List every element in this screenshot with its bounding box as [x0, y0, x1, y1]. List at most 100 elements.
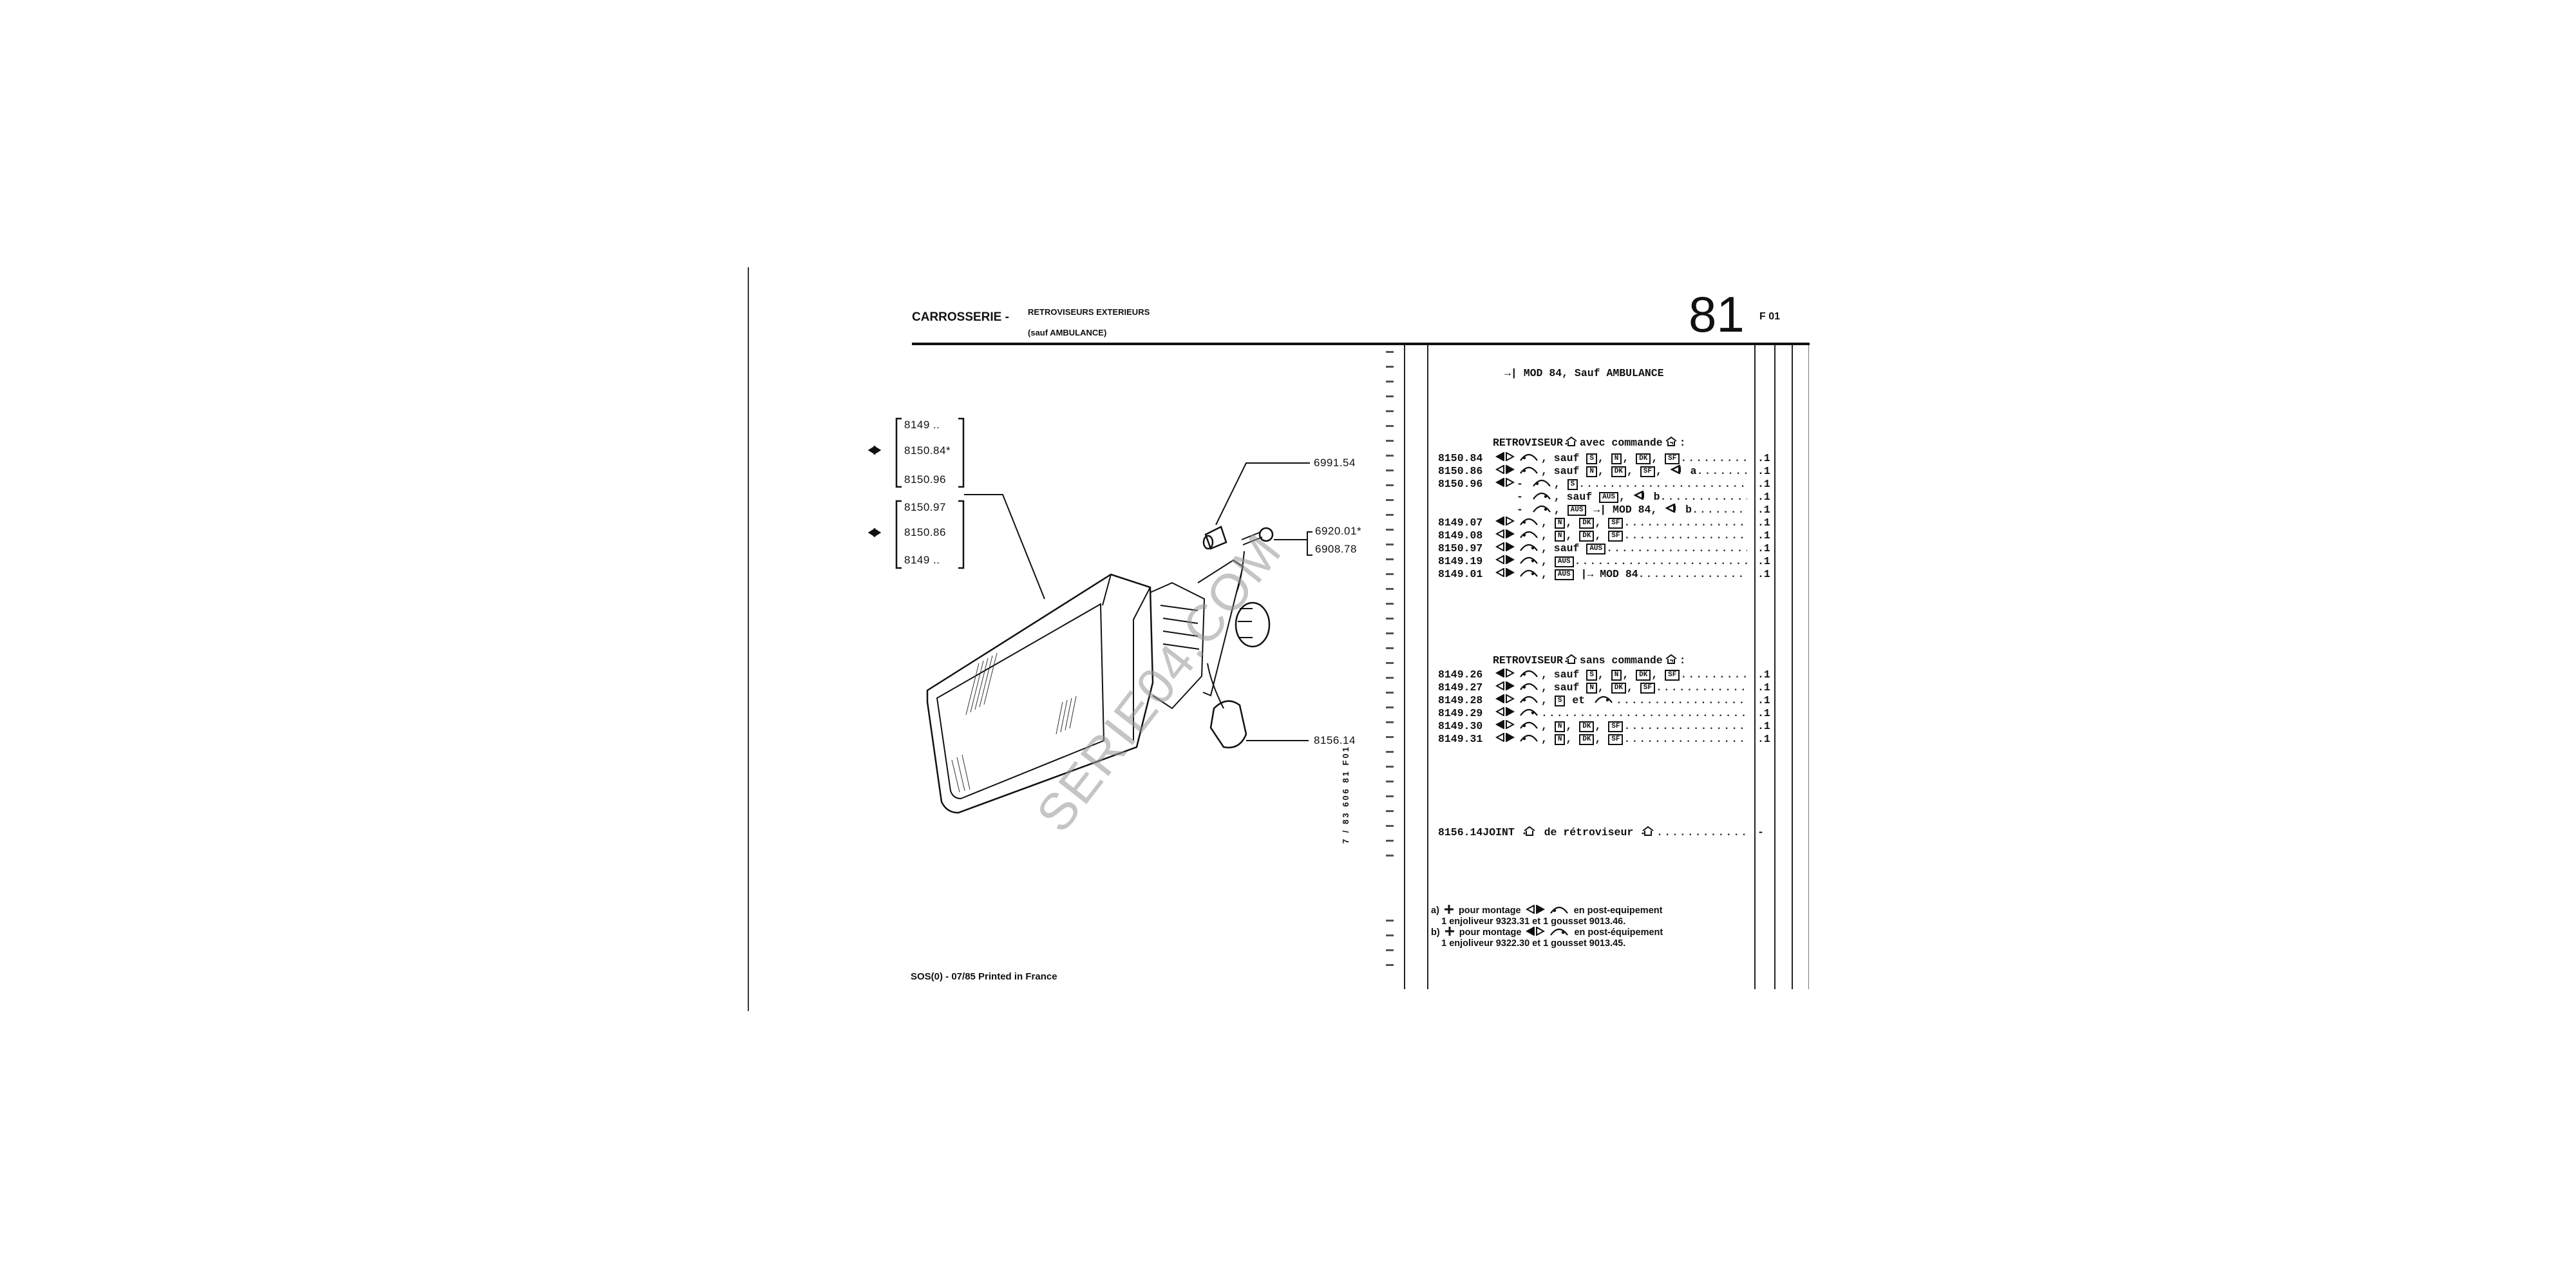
- row-text: ,: [1595, 529, 1608, 542]
- mirror-housing-icon: [1523, 826, 1536, 839]
- part-number: 8156.14: [1438, 826, 1483, 838]
- row-text: ,: [1541, 529, 1554, 542]
- group-number: 81: [1689, 286, 1745, 343]
- arc-left-icon: [1519, 516, 1539, 529]
- part-label-screw: 6908.78: [1315, 543, 1357, 555]
- row-text: ,: [1622, 668, 1636, 681]
- leader-dots: ........................................…: [1656, 826, 1747, 838]
- part-label: 8150.96: [904, 473, 946, 486]
- part-number: 8149.28: [1438, 694, 1483, 706]
- part-number: 8149.07: [1438, 516, 1483, 529]
- leader-dots: ........................................…: [1655, 681, 1747, 694]
- row-text: ,: [1597, 668, 1611, 681]
- arc-left-icon: [1531, 478, 1552, 491]
- left-side-icon: [1495, 720, 1515, 733]
- quantity: .1: [1757, 668, 1770, 681]
- row-text: ,: [1566, 733, 1579, 745]
- parts-row: 8149.28, S et ..........................…: [1438, 694, 1747, 707]
- parts-row: - , AUS →| MOD 84, b....................…: [1438, 504, 1747, 516]
- arc-left-icon: [1519, 529, 1539, 542]
- plus-icon: [1444, 926, 1455, 940]
- country-code-badge: DK: [1636, 669, 1651, 681]
- leader-dots: ........................................…: [1578, 478, 1747, 490]
- row-text: et: [1566, 694, 1592, 706]
- country-code-badge: N: [1611, 453, 1622, 464]
- leader-dots: ........................................…: [1680, 452, 1747, 464]
- country-code-badge: SF: [1640, 466, 1655, 477]
- right-side-icon: [1495, 542, 1515, 555]
- part-number: 8149.27: [1438, 681, 1483, 694]
- left-side-icon: [1495, 452, 1515, 465]
- parts-row: 8149.01, AUS |→ MOD 84..................…: [1438, 568, 1747, 581]
- row-text: , sauf: [1541, 465, 1586, 477]
- leader-dots: ........................................…: [1541, 707, 1747, 719]
- mirror-glass: [936, 603, 1105, 800]
- quantity: .1: [1757, 504, 1770, 516]
- right-side-icon: [1495, 733, 1515, 746]
- subsection-title: RETROVISEURS EXTERIEURS: [1028, 307, 1150, 317]
- arc-right-icon: [1519, 555, 1539, 568]
- row-text: , sauf: [1541, 681, 1586, 694]
- gasket: [1209, 700, 1247, 749]
- row-text: en post-équipement: [1571, 927, 1663, 938]
- arc-right-icon: [1531, 504, 1552, 516]
- row-text: 1 enjoliveur 9323.31 et 1 gousset 9013.4…: [1431, 916, 1626, 927]
- leader-dots: ........................................…: [1624, 733, 1747, 745]
- row-text: ,: [1595, 516, 1608, 529]
- section-title: CARROSSERIE -: [912, 310, 1009, 324]
- arc-right-icon: [1549, 926, 1569, 940]
- footnote-line: 1 enjoliveur 9322.30 et 1 gousset 9013.4…: [1431, 938, 1625, 949]
- arc-left-icon: [1519, 465, 1539, 478]
- parts-row: 8149.08, N, DK, SF......................…: [1438, 529, 1747, 542]
- country-code-badge: N: [1586, 466, 1597, 477]
- part-number: 8149.19: [1438, 555, 1483, 567]
- parts-row: 8150.97, sauf AUS.......................…: [1438, 542, 1747, 555]
- country-code-badge: DK: [1611, 682, 1626, 694]
- country-code-badge: SF: [1608, 517, 1624, 529]
- applicability-line: →| MOD 84, Sauf AMBULANCE: [1504, 367, 1664, 380]
- row-text: ,: [1553, 504, 1567, 516]
- country-code-badge: S: [1554, 695, 1566, 706]
- right-side-icon: [1525, 904, 1545, 917]
- row-text: ,: [1622, 452, 1636, 464]
- quantity: .1: [1757, 568, 1770, 580]
- country-code-badge: DK: [1579, 734, 1595, 745]
- leader-dots: ........................................…: [1660, 491, 1747, 503]
- row-text: pour montage: [1456, 927, 1524, 938]
- row-text: ,: [1566, 516, 1579, 529]
- leader-dots: ........................................…: [1696, 465, 1747, 477]
- parts-row: 8149.07, N, DK, SF......................…: [1438, 516, 1747, 529]
- row-text: , sauf: [1541, 452, 1586, 464]
- row-text: ,: [1597, 465, 1611, 477]
- row-text: ,: [1626, 681, 1640, 694]
- column-divider: [1404, 345, 1405, 989]
- quantity: .1: [1757, 707, 1770, 719]
- arc-left-icon: [1549, 904, 1569, 918]
- part-number: 8149.01: [1438, 568, 1483, 580]
- arrow-bar-icon: →|: [1504, 367, 1524, 379]
- country-code-badge: DK: [1579, 721, 1595, 732]
- group-title: RETROVISEUR avec commande :: [1493, 436, 1686, 450]
- leader-dots: ........................................…: [1680, 668, 1747, 681]
- parts-row: 8150.86, sauf N, DK, SF, a..............…: [1438, 465, 1747, 478]
- parts-row: 8149.31, N, DK, SF......................…: [1438, 733, 1747, 746]
- part-label: 8150.84*: [904, 444, 951, 457]
- line-ruler: [1386, 920, 1394, 978]
- country-code-badge: DK: [1636, 453, 1651, 464]
- row-text: |→ MOD 84: [1574, 568, 1638, 580]
- country-code-badge: DK: [1579, 530, 1595, 542]
- right-side-icon: [1495, 707, 1515, 720]
- screw: [1241, 531, 1263, 545]
- part-number: 8149.30: [1438, 720, 1483, 732]
- country-code-badge: SF: [1665, 669, 1680, 681]
- part-label-bush: 6991.54: [1314, 457, 1356, 469]
- row-text: ,: [1541, 720, 1554, 732]
- right-side-icon: [1495, 529, 1515, 542]
- quantity: .1: [1757, 452, 1770, 464]
- row-text: pour montage: [1455, 905, 1524, 916]
- row-text: , sauf: [1541, 668, 1586, 681]
- left-side-icon: [1495, 516, 1515, 529]
- arc-left-icon: [1519, 720, 1539, 733]
- arc-right-icon: [1593, 694, 1614, 707]
